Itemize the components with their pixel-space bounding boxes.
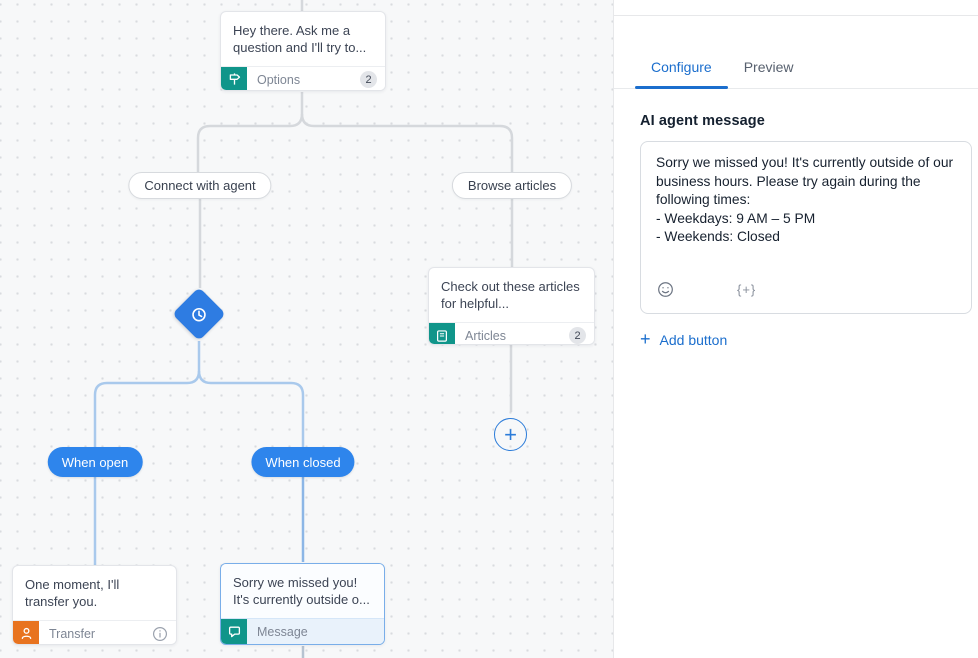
plus-icon: + <box>640 329 651 349</box>
options-node-footer: Options 2 <box>221 66 385 90</box>
options-node-type-label: Options <box>257 72 301 87</box>
clock-icon <box>192 307 206 321</box>
transfer-node-text: One moment, I'll transfer you. <box>25 577 120 609</box>
branch-pill-when-open[interactable]: When open <box>47 447 143 477</box>
options-node[interactable]: Hey there. Ask me a question and I'll tr… <box>220 11 386 91</box>
message-node-text: Sorry we missed you! It's currently outs… <box>221 564 384 618</box>
articles-node-type-label: Articles <box>465 328 506 343</box>
option-pill-browse-articles[interactable]: Browse articles <box>451 172 573 199</box>
article-icon <box>429 322 455 344</box>
tab-preview[interactable]: Preview <box>728 49 810 88</box>
articles-count-badge: 2 <box>569 327 586 344</box>
message-node-footer: Message <box>221 618 384 644</box>
transfer-node-footer: Transfer <box>13 620 176 644</box>
transfer-node[interactable]: One moment, I'll transfer you. Transfer <box>12 565 177 645</box>
tab-configure[interactable]: Configure <box>635 49 728 89</box>
person-icon <box>13 620 39 644</box>
message-node-selected[interactable]: Sorry we missed you! It's currently outs… <box>220 563 385 645</box>
add-button-label: Add button <box>659 331 728 348</box>
business-hours-condition-node[interactable] <box>172 287 226 341</box>
ai-agent-message-input[interactable]: Sorry we missed you! It's currently outs… <box>641 142 971 262</box>
composer-toolbar: {+} <box>657 281 756 298</box>
chat-bubble-icon <box>221 618 247 644</box>
branch-pill-label: When closed <box>265 454 341 470</box>
articles-node[interactable]: Check out these articles for helpful... … <box>428 267 595 345</box>
options-count-badge: 2 <box>360 71 377 88</box>
add-node-button[interactable]: + <box>494 418 527 451</box>
panel-tabs: Configure Preview <box>614 49 978 89</box>
articles-node-footer: Articles 2 <box>429 322 594 344</box>
option-pill-connect-with-agent[interactable]: Connect with agent <box>128 172 272 199</box>
options-node-text: Hey there. Ask me a question and I'll tr… <box>233 23 367 55</box>
add-button-link[interactable]: + Add button <box>640 329 728 349</box>
branch-pill-label: When open <box>61 454 129 470</box>
workflow-canvas[interactable]: Hey there. Ask me a question and I'll tr… <box>0 0 613 658</box>
message-composer: Sorry we missed you! It's currently outs… <box>640 141 972 314</box>
smiley-icon <box>658 282 673 297</box>
info-icon[interactable] <box>152 626 168 642</box>
configure-content: AI agent message Sorry we missed you! It… <box>614 89 978 350</box>
articles-node-text: Check out these articles for helpful... <box>441 279 580 311</box>
option-pill-label: Connect with agent <box>144 178 256 193</box>
branch-pill-when-closed[interactable]: When closed <box>251 447 355 477</box>
message-node-type-label: Message <box>257 624 308 639</box>
plus-icon: + <box>504 421 517 447</box>
tab-label: Configure <box>651 59 712 75</box>
emoji-picker-button[interactable] <box>657 281 674 298</box>
option-pill-label: Browse articles <box>467 178 557 193</box>
insert-variable-button[interactable]: {+} <box>737 282 757 297</box>
signpost-icon <box>221 66 247 90</box>
panel-divider <box>614 15 978 16</box>
config-panel: Configure Preview AI agent message Sorry… <box>613 0 978 658</box>
tab-label: Preview <box>743 59 794 75</box>
ai-agent-message-heading: AI agent message <box>640 113 765 129</box>
transfer-node-type-label: Transfer <box>49 626 96 641</box>
connector-lines <box>93 0 514 658</box>
